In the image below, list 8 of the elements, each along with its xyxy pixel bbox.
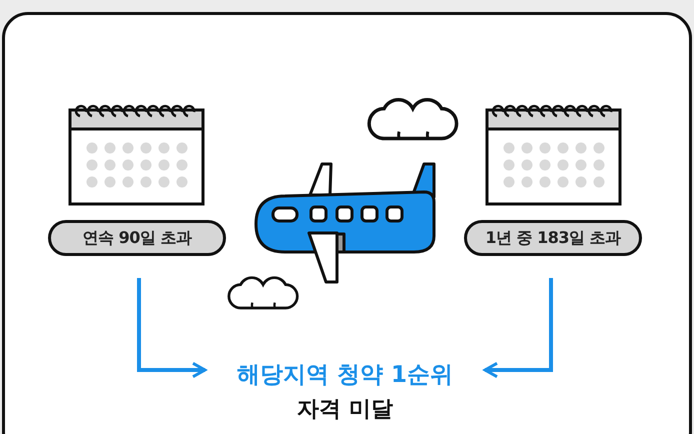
condition-label: 1년 중 183일 초과 [485,228,621,248]
arrow [137,278,206,378]
condition-label: 연속 90일 초과 [82,228,192,248]
result-subheading: 자격 미달 [297,396,393,424]
condition-pill [48,220,226,256]
result-heading: 해당지역 청약 1순위 [236,360,454,390]
arrow [484,278,553,378]
condition-pill [464,220,642,256]
